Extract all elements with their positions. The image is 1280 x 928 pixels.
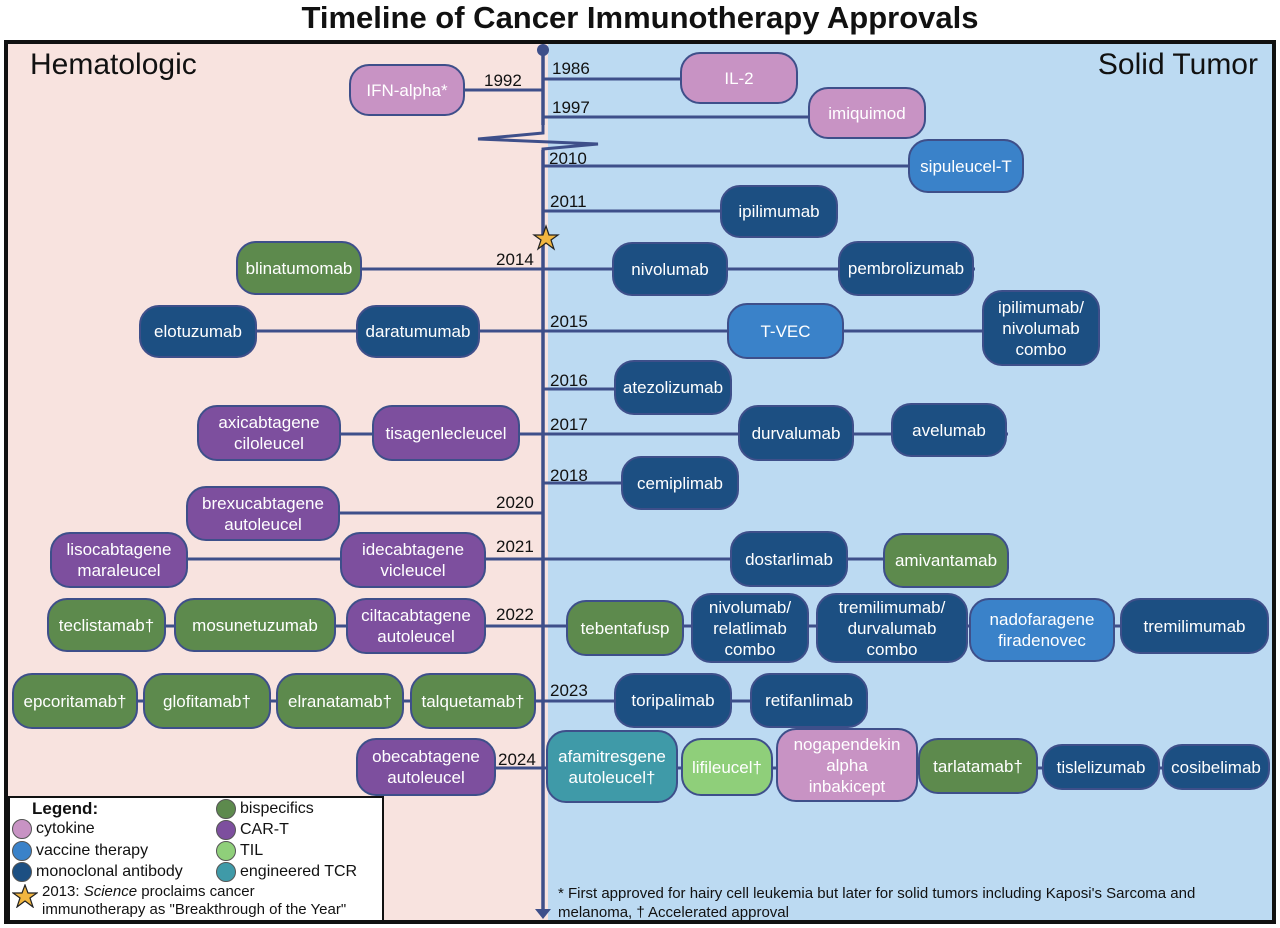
legend-label: monoclonal antibody <box>36 863 183 880</box>
node-il-2: IL-2 <box>680 52 798 104</box>
til-swatch-icon <box>216 841 236 861</box>
cytokine-swatch-icon <box>12 819 32 839</box>
node-tremilimumab: tremilimumab <box>1120 598 1269 654</box>
year-label: 2016 <box>550 371 588 390</box>
legend-star-year: 2013: <box>42 883 84 900</box>
node-tislelizumab: tislelizumab <box>1042 744 1160 790</box>
legend-item-vaccine: vaccine therapy <box>12 841 148 861</box>
node-ifn-alpha: IFN-alpha* <box>349 64 465 116</box>
node-talquetamab: talquetamab† <box>410 673 536 729</box>
node-durvalumab: durvalumab <box>738 405 854 461</box>
footnote: * First approved for hairy cell leukemia… <box>558 885 1196 921</box>
node-glofitamab: glofitamab† <box>143 673 271 729</box>
node-ciltacabtagene-autoleucel: ciltacabtagene autoleucel <box>346 598 486 654</box>
node-elotuzumab: elotuzumab <box>139 305 257 358</box>
node-toripalimab: toripalimab <box>614 673 732 728</box>
node-amivantamab: amivantamab <box>883 533 1009 588</box>
node-ipilimumab-nivolumab-combo: ipilimumab/ nivolumab combo <box>982 290 1100 366</box>
year-label: 1992 <box>484 71 522 90</box>
node-dostarlimab: dostarlimab <box>730 531 848 587</box>
node-axicabtagene-ciloleucel: axicabtagene ciloleucel <box>197 405 341 461</box>
year-label: 2011 <box>550 192 587 211</box>
node-epcoritamab: epcoritamab† <box>12 673 138 729</box>
legend-heading: Legend: <box>32 799 99 818</box>
node-teclistamab: teclistamab† <box>47 598 166 652</box>
legend-label: TIL <box>240 842 264 859</box>
node-retifanlimab: retifanlimab <box>750 673 868 728</box>
axis-break <box>477 125 599 152</box>
legend-item-tcr: engineered TCR <box>216 862 357 882</box>
node-atezolizumab: atezolizumab <box>614 360 732 415</box>
axis-start-dot <box>537 44 549 56</box>
year-label: 2020 <box>496 493 534 512</box>
node-tisagenlecleucel: tisagenlecleucel <box>372 405 520 461</box>
legend-item-cart: CAR-T <box>216 820 289 840</box>
node-t-vec: T-VEC <box>727 303 844 359</box>
legend-item-mab: monoclonal antibody <box>12 862 183 882</box>
legend-item-bispecific: bispecifics <box>216 799 314 819</box>
node-cosibelimab: cosibelimab <box>1162 744 1270 790</box>
vaccine-swatch-icon <box>12 841 32 861</box>
legend-star-text: proclaims cancer <box>137 883 255 900</box>
page-title: Timeline of Cancer Immunotherapy Approva… <box>301 0 979 35</box>
breakthrough-star-icon <box>532 224 560 251</box>
year-label: 2014 <box>496 250 534 269</box>
node-nadofaragene-firadenovec: nadofaragene firadenovec <box>969 598 1115 662</box>
year-label: 2022 <box>496 605 534 624</box>
year-label: 2021 <box>496 537 534 556</box>
node-tremilimumab-durvalumab-combo: tremilimumab/ durvalumab combo <box>816 593 968 663</box>
node-lisocabtagene-maraleucel: lisocabtagene maraleucel <box>50 532 188 588</box>
legend-label: engineered TCR <box>240 863 358 880</box>
legend: Legend: cytokine vaccine therapy monoclo… <box>8 796 384 922</box>
node-ipilimumab: ipilimumab <box>720 185 838 238</box>
bispecific-swatch-icon <box>216 799 236 819</box>
star-icon <box>12 884 38 908</box>
node-tarlatamab: tarlatamab† <box>918 738 1038 794</box>
node-nogapendekin-alpha-inbakicept: nogapendekin alpha inbakicept <box>776 728 918 802</box>
year-label: 2015 <box>550 312 588 331</box>
node-avelumab: avelumab <box>891 403 1007 457</box>
legend-item-til: TIL <box>216 841 263 861</box>
legend-star-text: 2013: Science proclaims cancer immunothe… <box>42 883 346 919</box>
solid-tumor-label: Solid Tumor <box>1097 48 1258 81</box>
node-blinatumomab: blinatumomab <box>236 241 362 295</box>
year-label: 2018 <box>550 466 588 485</box>
node-daratumumab: daratumumab <box>356 305 480 358</box>
legend-label: bispecifics <box>240 800 314 817</box>
year-label: 2010 <box>549 149 587 168</box>
legend-star-text-2: immunotherapy as "Breakthrough of the Ye… <box>42 901 347 918</box>
cart-swatch-icon <box>216 820 236 840</box>
year-label: 1997 <box>552 98 590 117</box>
mab-swatch-icon <box>12 862 32 882</box>
node-nivolumab: nivolumab <box>612 242 728 296</box>
node-sipuleucel-t: sipuleucel-T <box>908 139 1024 193</box>
node-tebentafusp: tebentafusp <box>566 600 684 656</box>
node-pembrolizumab: pembrolizumab <box>838 241 974 296</box>
year-label: 2024 <box>498 750 536 769</box>
node-afamitresgene-autoleucel: afamitresgene autoleucel† <box>546 730 678 803</box>
node-brexucabtagene-autoleucel: brexucabtagene autoleucel <box>186 486 340 541</box>
node-cemiplimab: cemiplimab <box>621 456 739 510</box>
node-nivolumab-relatlimab-combo: nivolumab/ relatlimab combo <box>691 593 809 663</box>
axis-end-arrow <box>535 909 551 919</box>
node-obecabtagene-autoleucel: obecabtagene autoleucel <box>356 738 496 796</box>
year-label: 2023 <box>550 681 588 700</box>
year-label: 1986 <box>552 59 590 78</box>
node-mosunetuzumab: mosunetuzumab <box>174 598 336 652</box>
node-lifileucel: lifileucel† <box>681 738 773 796</box>
legend-label: CAR-T <box>240 821 289 838</box>
year-label: 2017 <box>550 415 588 434</box>
hematologic-label: Hematologic <box>30 48 197 81</box>
legend-item-cytokine: cytokine <box>12 819 95 839</box>
node-idecabtagene-vicleucel: idecabtagene vicleucel <box>340 532 486 588</box>
node-imiquimod: imiquimod <box>808 87 926 139</box>
tcr-swatch-icon <box>216 862 236 882</box>
node-elranatamab: elranatamab† <box>276 673 404 729</box>
legend-label: vaccine therapy <box>36 842 149 859</box>
legend-star-journal: Science <box>83 883 138 900</box>
legend-label: cytokine <box>36 820 95 837</box>
